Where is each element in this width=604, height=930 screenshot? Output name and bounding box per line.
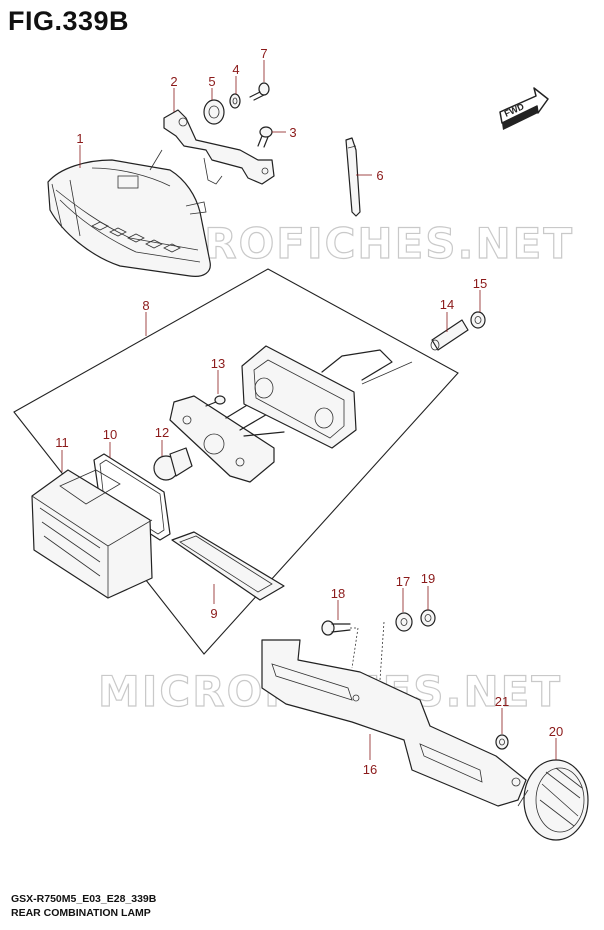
callout-17: 17 — [396, 574, 410, 589]
callout-8: 8 — [142, 298, 149, 313]
lens — [31, 469, 153, 599]
callout-14: 14 — [440, 297, 454, 312]
callout-9: 9 — [210, 606, 217, 621]
callout-11: 11 — [55, 435, 69, 450]
callout-4: 4 — [232, 62, 239, 77]
callout-20: 20 — [549, 724, 563, 739]
callout-3: 3 — [289, 125, 296, 140]
callout-5: 5 — [208, 74, 215, 89]
grommet — [203, 99, 225, 125]
bolt-bracket — [321, 620, 359, 669]
callout-labels: 1 2 3 4 5 6 7 8 9 10 11 12 13 14 15 16 1… — [55, 46, 563, 777]
bolt-upper — [249, 82, 270, 101]
nut-upper — [470, 311, 486, 329]
reflector — [517, 759, 589, 841]
license-lamp-plate — [171, 531, 285, 601]
license-bracket — [261, 639, 527, 807]
lamp-bracket — [163, 109, 275, 185]
callout-2: 2 — [170, 74, 177, 89]
screw-lamp — [205, 395, 226, 407]
callout-1: 1 — [76, 131, 83, 146]
figure-title: FIG.339B — [8, 6, 130, 36]
washer-bracket — [379, 612, 413, 681]
spacer-sleeve — [430, 319, 469, 351]
callout-13: 13 — [211, 356, 225, 371]
bulb — [153, 447, 193, 481]
leader-lines — [61, 60, 557, 760]
section-name: REAR COMBINATION LAMP — [11, 907, 151, 919]
callout-12: 12 — [155, 425, 169, 440]
callout-16: 16 — [363, 762, 377, 777]
rear-lamp-assembly — [47, 149, 211, 277]
callout-7: 7 — [260, 46, 267, 61]
callout-21: 21 — [495, 694, 509, 709]
callout-19: 19 — [421, 571, 435, 586]
callout-18: 18 — [331, 586, 345, 601]
cable-tie — [345, 137, 361, 217]
nut-bracket — [420, 609, 436, 627]
lamp-housing — [241, 345, 413, 449]
callout-6: 6 — [376, 168, 383, 183]
bulb-socket — [169, 395, 289, 483]
model-code: GSX-R750M5_E03_E28_339B — [11, 893, 157, 905]
forward-arrow-icon: FWD — [499, 87, 549, 130]
callout-10: 10 — [103, 427, 117, 442]
callout-15: 15 — [473, 276, 487, 291]
nut-reflector — [495, 734, 509, 750]
washer — [229, 93, 241, 109]
screw — [257, 126, 273, 148]
